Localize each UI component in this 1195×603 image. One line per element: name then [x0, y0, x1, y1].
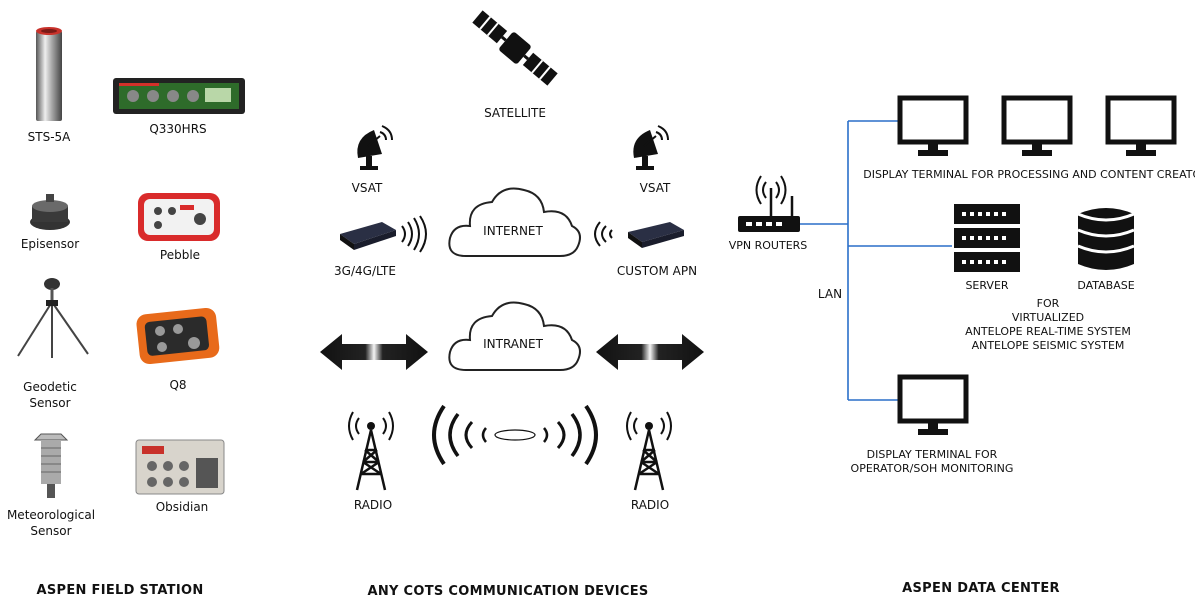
pebble-digitizer-icon [138, 193, 220, 241]
database-icon [1077, 208, 1135, 270]
geodetic-sensor-icon [17, 278, 89, 358]
field-station-title: ASPEN FIELD STATION [36, 583, 204, 598]
internet-label: INTERNET [483, 224, 543, 238]
intranet-cloud-icon [448, 301, 581, 371]
vsat-dish-icon-left [357, 125, 393, 170]
satellite-icon [472, 10, 558, 86]
custom-apn-label: CUSTOM APN [616, 264, 698, 278]
vpn-router-icon [738, 175, 800, 232]
q330hrs-label: Q330HRS [149, 122, 207, 136]
server-label: SERVER [965, 279, 1009, 292]
display-processing-label: DISPLAY TERMINAL FOR PROCESSING AND CONT… [863, 168, 1195, 181]
intranet-label: INTRANET [483, 337, 543, 351]
geodetic-label-line1: Geodetic [23, 380, 77, 394]
cellular-label: 3G/4G/LTE [334, 264, 396, 278]
for-label: FOR [1036, 297, 1060, 310]
q8-digitizer-icon [136, 307, 220, 365]
geodetic-label-line2: Sensor [29, 396, 71, 410]
display-operator-label-line2: OPERATOR/SOH MONITORING [850, 462, 1014, 475]
custom-apn-modem-icon [594, 221, 684, 248]
meteorological-label-line1: Meteorological [6, 508, 96, 522]
database-label: DATABASE [1077, 279, 1135, 292]
meteorological-label-line2: Sensor [30, 524, 72, 538]
satellite-label: SATELLITE [484, 106, 546, 120]
monitor-icon-processing-1 [897, 95, 969, 156]
vsat-right-label: VSAT [639, 181, 671, 195]
radio-right-label: RADIO [630, 498, 670, 512]
display-operator-label-line1: DISPLAY TERMINAL FOR [866, 448, 998, 461]
episensor-label: Episensor [20, 237, 80, 251]
sts5a-sensor-icon [36, 27, 62, 121]
monitor-icon-processing-2 [1001, 95, 1073, 156]
data-center-title: ASPEN DATA CENTER [902, 581, 1060, 596]
radio-tower-icon-right [626, 411, 672, 491]
vsat-left-label: VSAT [351, 181, 383, 195]
radio-left-label: RADIO [353, 498, 393, 512]
monitor-icon-processing-3 [1105, 95, 1177, 156]
internet-cloud-icon [448, 187, 581, 257]
bidirectional-arrow-icon-right [596, 334, 704, 370]
radio-waves-icon [432, 404, 598, 466]
communication-title: ANY COTS COMMUNICATION DEVICES [367, 584, 649, 599]
meteorological-sensor-icon [33, 433, 69, 498]
vpn-routers-label: VPN ROUTERS [728, 239, 808, 252]
bidirectional-arrow-icon-left [320, 334, 428, 370]
obsidian-digitizer-icon [135, 439, 225, 495]
obsidian-label: Obsidian [155, 500, 209, 514]
antelope-seismic-label: ANTELOPE SEISMIC SYSTEM [971, 339, 1125, 352]
server-icon [954, 204, 1020, 272]
episensor-icon [30, 194, 70, 230]
sts5a-label: STS-5A [27, 130, 71, 144]
q330hrs-digitizer-icon [113, 78, 245, 114]
monitor-icon-operator [897, 374, 969, 435]
cellular-modem-icon [340, 215, 427, 253]
antelope-rt-label: ANTELOPE REAL-TIME SYSTEM [965, 325, 1131, 338]
radio-tower-icon-left [348, 411, 394, 491]
lan-label: LAN [817, 287, 843, 301]
vsat-dish-icon-right [633, 125, 669, 170]
virtualized-label: VIRTUALIZED [1011, 311, 1085, 324]
pebble-label: Pebble [159, 248, 201, 262]
q8-label: Q8 [169, 378, 187, 392]
